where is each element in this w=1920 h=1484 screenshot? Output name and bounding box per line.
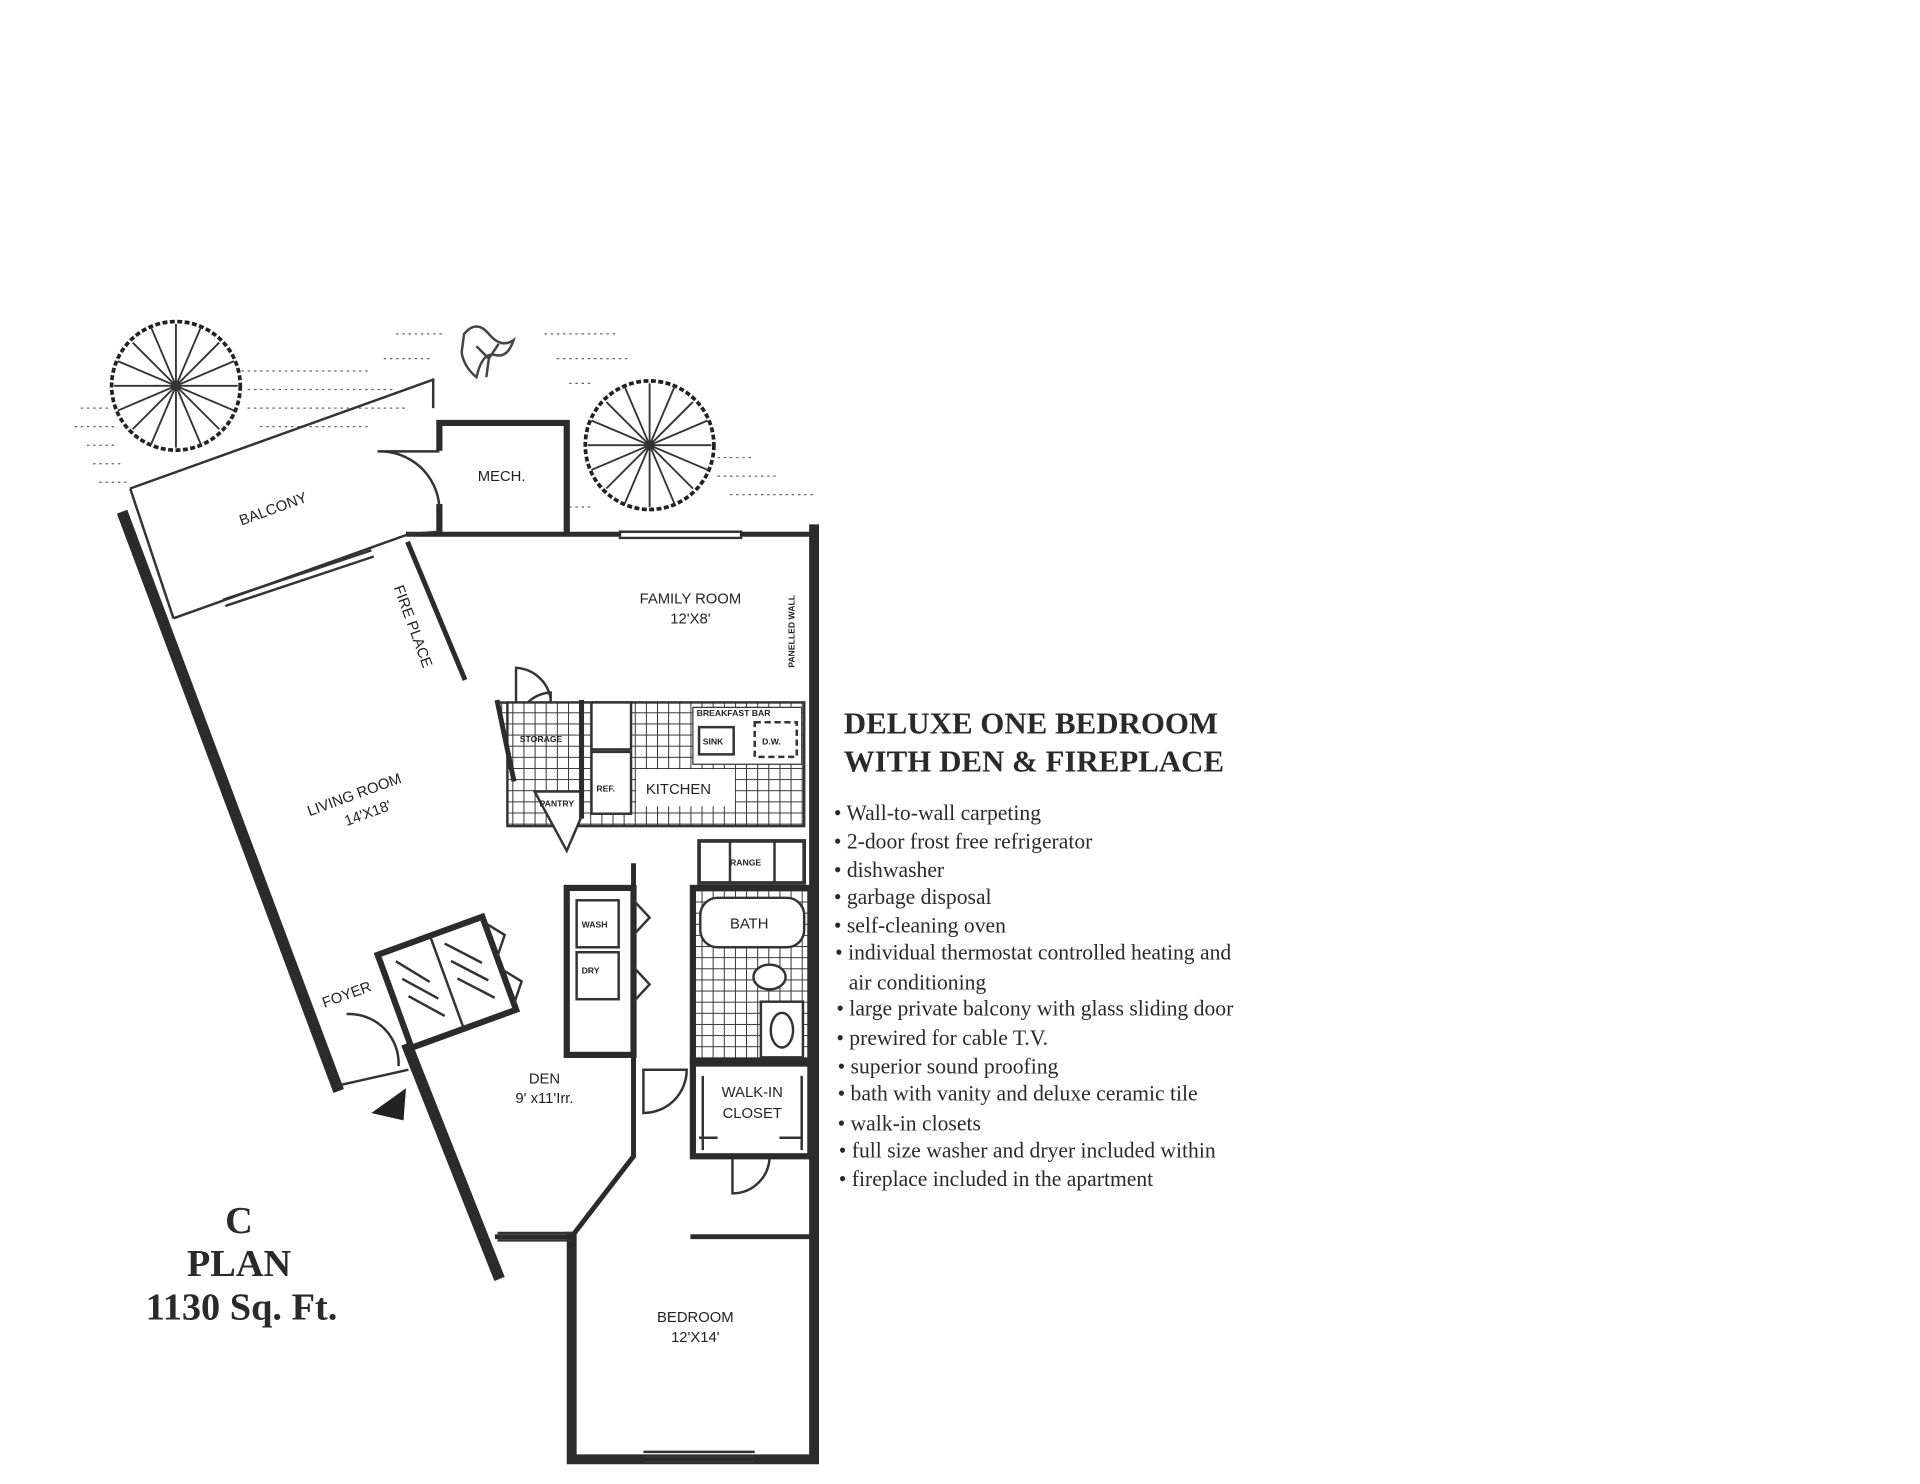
dw-label: D.W.	[762, 736, 781, 746]
ref-label: REF.	[596, 783, 615, 793]
plan-area: 1130 Sq. Ft.	[146, 1287, 338, 1329]
walls	[116, 377, 820, 1465]
family-room-label: FAMILY ROOM	[640, 591, 742, 607]
feature-item: air conditioning	[849, 970, 987, 994]
entry-arrow-icon	[371, 1088, 406, 1121]
pantry-label: PANTRY	[540, 798, 575, 808]
breakfast-bar-label: BREAKFAST BAR	[697, 708, 772, 718]
foyer-label: FOYER	[320, 979, 374, 1012]
feature-item: • Wall-to-wall carpeting	[834, 801, 1041, 825]
feature-item: • 2-door frost free refrigerator	[834, 829, 1093, 853]
tree-icon	[109, 319, 243, 453]
walk-in-label: WALK-IN	[722, 1085, 783, 1101]
panelled-wall-label: PANELLED WALL	[786, 594, 796, 668]
bath-label: BATH	[730, 917, 768, 933]
feature-item: • large private balcony with glass slidi…	[836, 996, 1234, 1020]
feature-item: • garbage disposal	[834, 885, 992, 909]
shrub-icon	[460, 325, 516, 380]
laundry-area	[563, 884, 652, 1058]
feature-item: • walk-in closets	[838, 1111, 981, 1135]
dry-label: DRY	[582, 965, 600, 975]
bedroom-size: 12'X14'	[671, 1330, 720, 1346]
balcony-label: BALCONY	[237, 490, 309, 529]
den-label: DEN	[529, 1071, 560, 1087]
feature-item: • individual thermostat controlled heati…	[835, 941, 1231, 965]
feature-item: • superior sound proofing	[838, 1054, 1059, 1078]
storage-label: STORAGE	[520, 734, 563, 744]
closet-label: CLOSET	[723, 1106, 782, 1122]
bath-area	[689, 884, 814, 1065]
feature-item: • self-cleaning oven	[834, 913, 1006, 937]
kitchen-label: KITCHEN	[646, 782, 711, 798]
wash-label: WASH	[582, 920, 608, 930]
kitchen-area	[494, 699, 807, 885]
range-label: RANGE	[730, 858, 761, 868]
plan-letter: C	[225, 1200, 253, 1242]
bedroom-label: BEDROOM	[657, 1310, 734, 1326]
feature-item: • dishwasher	[834, 858, 945, 882]
title-line-2: WITH DEN & FIREPLACE	[844, 744, 1224, 779]
walk-in-closet-area	[689, 1060, 814, 1160]
plan-name: PLAN	[187, 1243, 292, 1285]
feature-list: • Wall-to-wall carpeting • 2-door frost …	[834, 801, 1234, 1191]
feature-item: • full size washer and dryer included wi…	[839, 1139, 1216, 1163]
mech-label: MECH.	[478, 469, 526, 485]
family-room-size: 12'X8'	[670, 611, 710, 627]
title-line-1: DELUXE ONE BEDROOM	[844, 705, 1218, 740]
landscaping	[74, 319, 817, 512]
feature-item: • fireplace included in the apartment	[839, 1167, 1153, 1191]
den-size: 9' x11'Irr.	[515, 1091, 573, 1107]
feature-item: • prewired for cable T.V.	[836, 1026, 1048, 1050]
feature-item: • bath with vanity and deluxe ceramic ti…	[838, 1082, 1198, 1106]
sink-label: SINK	[703, 736, 724, 746]
foyer-closets	[373, 912, 524, 1052]
tree-icon	[583, 379, 716, 512]
